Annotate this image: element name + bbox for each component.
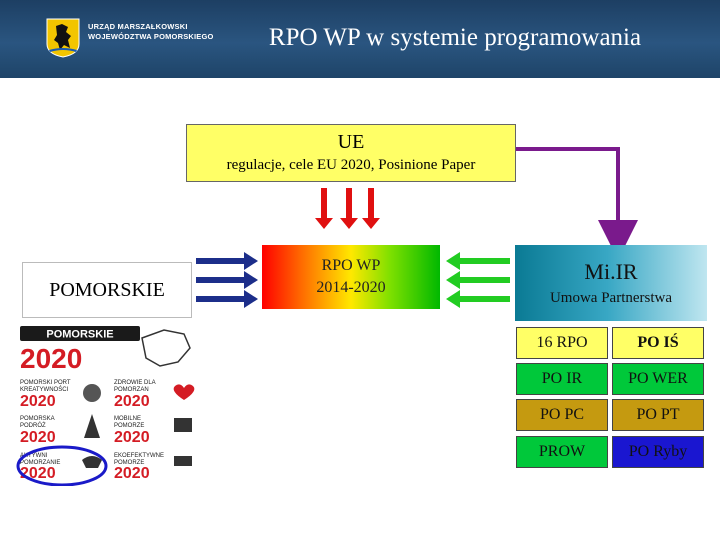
tile-port-kreatywnosci: POMORSKI PORT KREATYWNOŚCI 2020 [20,380,101,410]
tile-4-line-2: POMORZE [114,423,144,429]
program-po-ryby: PO Ryby [612,436,704,468]
green-left-arrow [446,271,510,289]
rpo-line-1: RPO WP [321,257,381,274]
pomorskie-2020-logo: POMORSKIE 2020 [20,326,191,374]
ue-title: UE [337,131,365,153]
mir-box: Mi.IR Umowa Partnerstwa [515,245,707,321]
tile-6-line-1: EKOEFEKTYWNE [114,453,164,459]
header-bar: URZĄD MARSZAŁKOWSKI WOJEWÓDZTWA POMORSKI… [0,0,720,78]
tile-2-line-1: ZDROWIE DLA [114,380,156,386]
red-down-arrow [362,188,380,229]
rpo-line-2: 2014-2020 [316,279,386,296]
mir-title: Mi.IR [584,259,638,284]
tile-4-line-1: MOBILNE [114,416,141,422]
tile-zdrowie: ZDROWIE DLA POMORZAN 2020 [114,380,195,410]
main-logo-line-1: POMORSKIE [46,329,113,341]
tile-6-line-2: POMORZE [114,460,144,466]
tile-1-line-1: POMORSKI PORT [20,380,71,386]
rpo-wp-box: RPO WP 2014-2020 [262,245,440,309]
red-down-arrow [340,188,358,229]
tile-5-line-1: AKTYWNI [20,453,48,459]
tile-1-line-3: 2020 [20,393,56,410]
ue-to-mir-arrow [516,147,638,260]
blue-right-arrow [196,290,258,308]
tile-pomorska-podroz: POMORSKA PODRÓŻ 2020 [20,414,100,446]
griffin-logo-icon [46,18,80,58]
pomorskie-label: POMORSKIE [49,278,165,301]
program-po-is: PO IŚ [612,327,704,359]
tile-3-line-2: PODRÓŻ [20,422,46,429]
org-line-2: WOJEWÓDZTWA POMORSKIEGO [88,32,214,41]
highlight-ellipse [16,445,108,486]
tile-2-line-2: POMORZAN [114,387,149,393]
tile-3-line-1: POMORSKA [20,416,55,422]
tile-6-line-3: 2020 [114,465,150,482]
pomorskie-box: POMORSKIE [22,262,192,318]
blue-right-arrow [196,252,258,270]
blue-right-arrow [196,271,258,289]
ue-to-rpo-arrows [315,188,380,229]
tile-3-line-3: 2020 [20,429,56,446]
ue-box: UE regulacje, cele EU 2020, Posinione Pa… [186,124,516,182]
page-title: RPO WP w systemie programowania [268,24,642,51]
green-left-arrow [446,252,510,270]
program-prow: PROW [516,436,608,468]
program-po-wer: PO WER [612,363,704,395]
tile-1-line-2: KREATYWNOŚCI [20,385,69,393]
mir-to-rpo-arrows [446,252,510,308]
tile-5-line-3: 2020 [20,465,56,482]
tile-aktywni-pomorzanie: AKTYWNI POMORZANIE 2020 [20,453,102,482]
program-16-rpo: 16 RPO [516,327,608,359]
mir-subtitle: Umowa Partnerstwa [549,290,673,306]
program-po-ir: PO IR [516,363,608,395]
organization-name: URZĄD MARSZAŁKOWSKI WOJEWÓDZTWA POMORSKI… [88,22,214,42]
ue-subtitle: regulacje, cele EU 2020, Posinione Paper [226,157,476,173]
tile-mobilne-pomorze: MOBILNE POMORZE 2020 [114,416,192,446]
tile-2-line-3: 2020 [114,393,150,410]
strategy-logos: POMORSKIE 2020 POMORSKI PORT KREATYWNOŚC… [16,326,195,486]
main-logo-line-2: 2020 [20,343,82,374]
tile-4-line-3: 2020 [114,429,150,446]
red-down-arrow [315,188,333,229]
green-left-arrow [446,290,510,308]
pomorskie-to-rpo-arrows [196,252,258,308]
tile-ekoefektywne-pomorze: EKOEFEKTYWNE POMORZE 2020 [114,453,192,482]
program-po-pc: PO PC [516,399,608,431]
org-line-1: URZĄD MARSZAŁKOWSKI [88,22,188,31]
tile-5-line-2: POMORZANIE [20,460,60,466]
program-po-pt: PO PT [612,399,704,431]
